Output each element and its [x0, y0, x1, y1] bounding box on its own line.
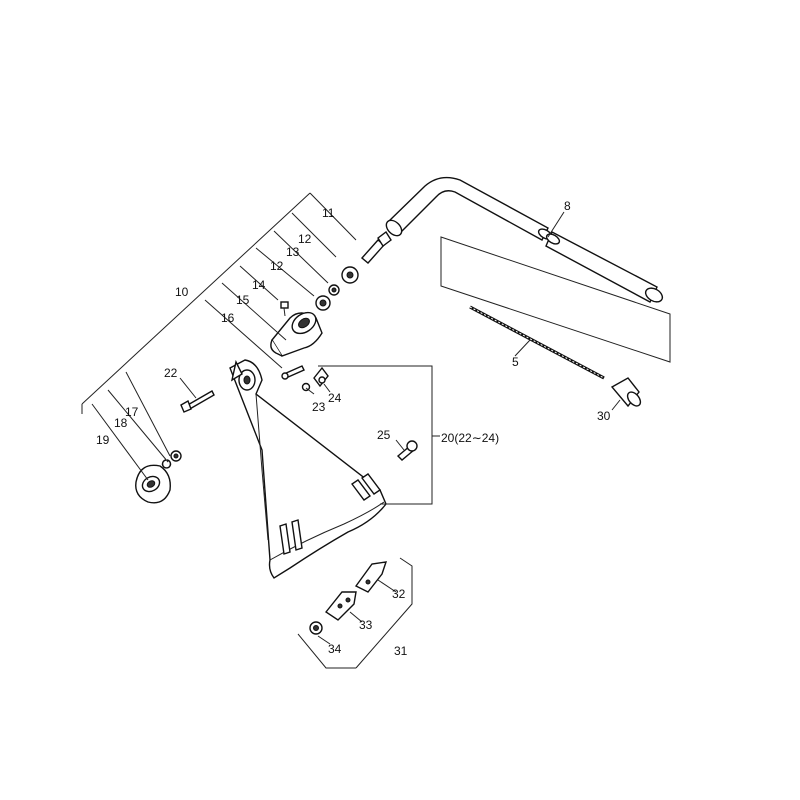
- flexible-shaft-part-5: [469, 305, 605, 380]
- label-15: 15: [236, 293, 250, 307]
- guard-part-20: [229, 359, 387, 579]
- label-23: 23: [312, 400, 326, 414]
- callout-labels: 5 8 10 11 12 13 12 14 15 16 17 18 19 20(…: [96, 199, 611, 658]
- washer-part-17: [170, 450, 182, 462]
- label-12a: 12: [298, 232, 312, 246]
- blade-part-32: [354, 561, 388, 593]
- label-13: 13: [286, 245, 300, 259]
- clamp-housing-part-15: [270, 311, 323, 357]
- label-20: 20(22∼24): [441, 431, 499, 445]
- leader-lines: [81, 192, 440, 669]
- label-10: 10: [175, 285, 189, 299]
- label-18: 18: [114, 416, 128, 430]
- bolt-part-22: [180, 390, 215, 413]
- label-17: 17: [125, 405, 139, 419]
- nut-part-12-upper: [341, 266, 359, 284]
- label-11: 11: [322, 206, 335, 220]
- bolt-part-16: [281, 365, 305, 380]
- tube-group-outline: [440, 236, 671, 363]
- label-14: 14: [252, 278, 266, 292]
- blade-plate-part-33: [324, 591, 357, 621]
- label-16: 16: [221, 311, 235, 325]
- label-12b: 12: [270, 259, 284, 273]
- label-24: 24: [328, 391, 342, 405]
- label-22: 22: [164, 366, 178, 380]
- label-19: 19: [96, 433, 110, 447]
- label-30: 30: [597, 409, 611, 423]
- label-34: 34: [328, 642, 342, 656]
- washer-part-18: [161, 459, 172, 469]
- screw-part-14: [280, 301, 289, 317]
- label-25: 25: [377, 428, 391, 442]
- nut-part-12-lower: [315, 295, 331, 311]
- label-31: 31: [394, 644, 408, 658]
- label-33: 33: [359, 618, 373, 632]
- drive-tube-part-8: [385, 176, 664, 303]
- wing-nut-part-24: [313, 366, 329, 388]
- washer-part-13: [328, 284, 340, 296]
- label-32: 32: [392, 587, 406, 601]
- bolt-part-11: [360, 230, 392, 264]
- bolt-part-25: [396, 440, 418, 461]
- label-5: 5: [512, 355, 519, 369]
- nut-part-34: [309, 621, 323, 635]
- label-8: 8: [564, 199, 571, 213]
- cap-part-30: [610, 377, 642, 408]
